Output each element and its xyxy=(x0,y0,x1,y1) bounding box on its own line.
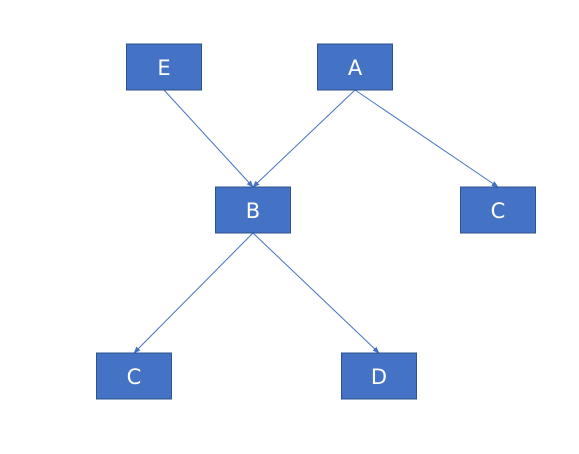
node-e-box xyxy=(126,43,202,91)
node-d[interactable]: D xyxy=(341,352,417,400)
node-c-bottom-box xyxy=(96,352,172,400)
node-c-right-label: C xyxy=(491,199,506,223)
edge-a-to-c xyxy=(354,89,499,188)
node-a[interactable]: A xyxy=(317,43,393,91)
node-a-label: A xyxy=(348,56,363,80)
node-c-right-box xyxy=(460,186,536,234)
node-c-bottom[interactable]: C xyxy=(96,352,172,400)
edge-a-to-b xyxy=(252,89,356,188)
edges-layer xyxy=(133,89,499,354)
node-e-label: E xyxy=(157,56,170,80)
edge-b-to-c xyxy=(133,232,254,354)
edge-b-to-d xyxy=(252,232,380,354)
node-d-box xyxy=(341,352,417,400)
node-a-box xyxy=(317,43,393,91)
node-c-right[interactable]: C xyxy=(460,186,536,234)
node-b[interactable]: B xyxy=(215,186,291,234)
node-e[interactable]: E xyxy=(126,43,202,91)
node-b-label: B xyxy=(246,199,260,223)
edge-e-to-b xyxy=(163,89,254,188)
node-b-box xyxy=(215,186,291,234)
node-c-bottom-label: C xyxy=(127,365,142,389)
nodes-layer: E A B C C D xyxy=(96,43,536,400)
node-d-label: D xyxy=(371,365,387,389)
